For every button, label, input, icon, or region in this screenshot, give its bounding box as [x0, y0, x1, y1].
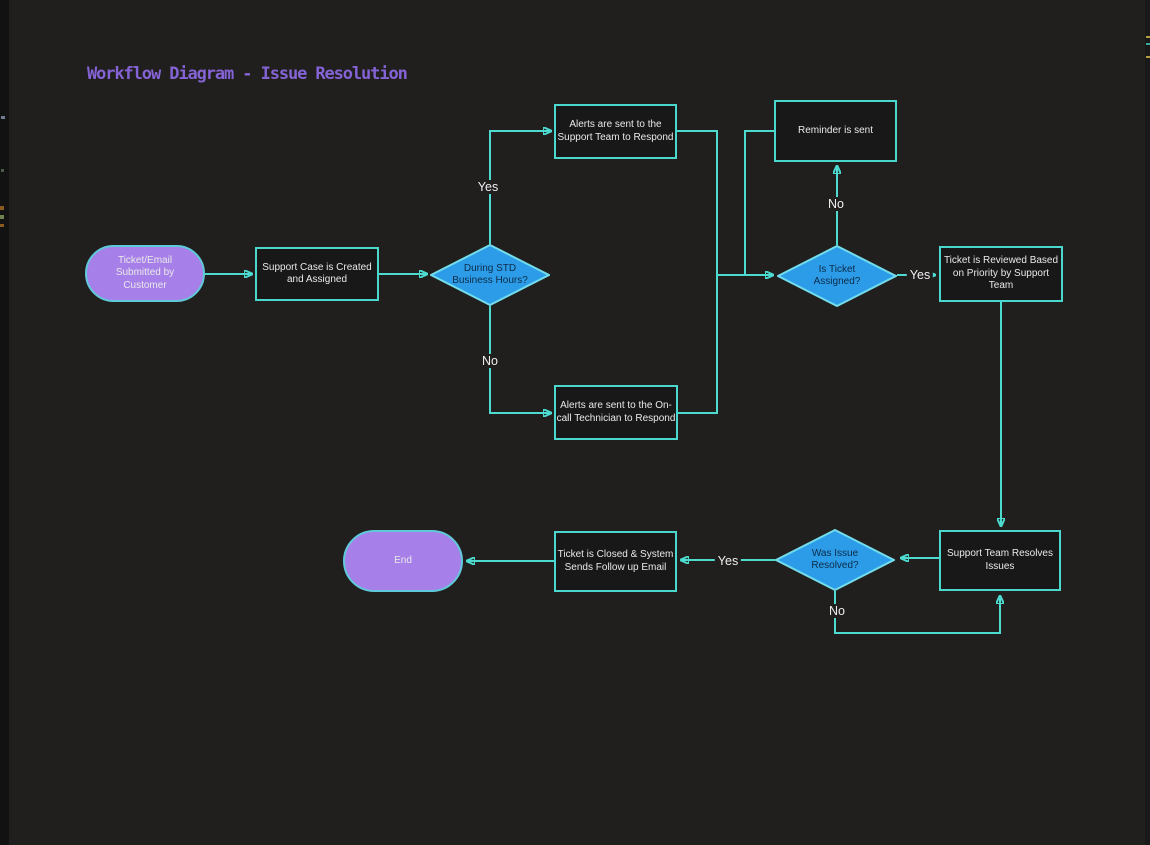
edge-label-yes: Yes [714, 554, 742, 568]
node-alerts-oncall-technician[interactable]: Alerts are sent to the On- call Technici… [554, 385, 678, 440]
node-label: Reminder is sent [797, 124, 874, 136]
node-label: Alerts are sent to the On- call Technici… [556, 400, 676, 424]
edge-artifact [1, 116, 5, 119]
edge-reminder-loop [744, 130, 774, 275]
edge-alertssupport-merge [677, 130, 718, 275]
edge-alertsoncall-merge [678, 275, 718, 414]
edge-std-yes [489, 131, 551, 244]
edge-artifact [1146, 43, 1150, 45]
node-start[interactable]: Ticket/Email Submitted by Customer [85, 245, 205, 302]
edge-label-no: No [479, 354, 501, 368]
right-edge-scrollbar [1145, 0, 1150, 845]
node-label: Ticket is Reviewed Based on Priority by … [943, 255, 1059, 292]
node-label: Ticket is Closed & System Sends Follow u… [557, 549, 674, 573]
node-ticket-closed-followup[interactable]: Ticket is Closed & System Sends Follow u… [554, 531, 677, 592]
node-support-team-resolves[interactable]: Support Team Resolves Issues [939, 530, 1061, 591]
edge-label-yes: Yes [474, 180, 502, 194]
edge-artifact [1146, 56, 1150, 58]
edge-label-no: No [826, 604, 848, 618]
edge-label-yes: Yes [906, 268, 934, 282]
edge-resolved-no-loop [834, 591, 1000, 634]
edge-label-no: No [825, 197, 847, 211]
node-ticket-reviewed-priority[interactable]: Ticket is Reviewed Based on Priority by … [939, 246, 1063, 302]
node-support-case-created[interactable]: Support Case is Created and Assigned [255, 247, 379, 301]
edge-artifact [1, 169, 4, 172]
node-reminder-sent[interactable]: Reminder is sent [774, 100, 897, 162]
edge-artifact [0, 215, 4, 219]
edge-artifact [0, 206, 4, 210]
node-label: End [394, 554, 412, 566]
diamond-shape [430, 244, 550, 306]
node-label: Support Team Resolves Issues [947, 548, 1053, 572]
left-edge-panel [0, 0, 9, 845]
node-alerts-support-team[interactable]: Alerts are sent to the Support Team to R… [554, 104, 677, 159]
edge-std-no [489, 306, 551, 413]
diamond-shape [777, 245, 897, 307]
node-label: Ticket/Email Submitted by Customer [115, 254, 175, 291]
edge-artifact [1146, 36, 1150, 38]
diagram-title: Workflow Diagram - Issue Resolution [87, 64, 408, 84]
node-label: Alerts are sent to the Support Team to R… [557, 119, 674, 143]
node-end[interactable]: End [343, 530, 463, 592]
diamond-shape [775, 529, 895, 591]
node-during-std-hours[interactable]: During STD Business Hours? [430, 244, 550, 306]
node-label: Support Case is Created and Assigned [262, 261, 372, 285]
node-is-ticket-assigned[interactable]: Is Ticket Assigned? [777, 245, 897, 307]
node-was-issue-resolved[interactable]: Was Issue Resolved? [775, 529, 895, 591]
edge-artifact [0, 224, 4, 227]
